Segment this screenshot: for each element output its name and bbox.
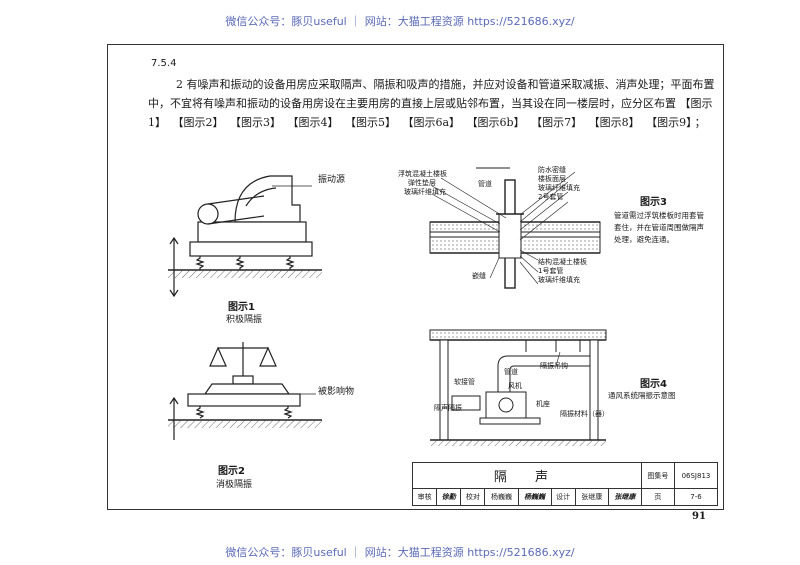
ref-fig9: 【图示9】 xyxy=(646,116,692,129)
fig1-title: 图示1 xyxy=(228,302,255,313)
fig3-callout-glassfiber-3: 玻璃纤维填充 xyxy=(538,276,580,284)
fig2-drawing xyxy=(168,342,322,440)
design-name: 张继康 xyxy=(574,488,609,506)
fig4-drawing xyxy=(429,329,607,446)
ref-fig3: 【图示3】 xyxy=(230,116,281,129)
page-number: 91 xyxy=(692,511,706,522)
fig2-title: 图示2 xyxy=(218,466,245,477)
fig3-callouts-right: 防水密缝 楼板面层 玻璃纤维填充 2号套管 xyxy=(538,166,580,202)
ref-fig4: 【图示4】 xyxy=(287,116,339,129)
drawing-frame xyxy=(107,44,724,510)
section-number: 7.5.4 xyxy=(151,58,177,69)
design-signature: 张继康 xyxy=(607,488,642,506)
atlas-number: 06SJ813 xyxy=(673,462,719,489)
check-label: 校对 xyxy=(460,488,486,506)
title-block-title: 隔 声 xyxy=(412,462,642,489)
ref-fig6a: 【图示6a】 xyxy=(402,116,461,129)
page-value: 7-6 xyxy=(673,488,719,506)
fig3-callout-floating-slab: 浮筑混凝土楼板 xyxy=(398,170,447,178)
fig2-callout: 被影响物 xyxy=(318,387,355,397)
design-label: 设计 xyxy=(550,488,576,506)
fig1-subtitle: 积极隔振 xyxy=(226,315,263,325)
fig4-label-hanger: 隔振吊钩 xyxy=(540,362,568,370)
fig4-title: 图示4 xyxy=(640,379,667,390)
fig4-subtitle: 通风系统隔振示意图 xyxy=(608,391,676,400)
ref-fig8: 【图示8】 xyxy=(588,116,640,129)
fig4-label-wall: 隔声隔振 xyxy=(434,404,462,412)
ref-fig7: 【图示7】 xyxy=(531,116,583,129)
paragraph-end: ； xyxy=(694,116,706,129)
fig3-label-seal: 嵌缝 xyxy=(472,272,486,280)
watermark-top: 微信公众号：豚贝useful ｜ 网站：大猫工程资源 https://52168… xyxy=(225,15,575,28)
fig3-note: 管道需过浮筑楼板时用套管套住，并在管道周围做隔声处理，避免连通。 xyxy=(614,211,704,244)
watermark-bottom: 微信公众号：豚贝useful ｜ 网站：大猫工程资源 https://52168… xyxy=(225,546,575,559)
fig3-title: 图示3 xyxy=(640,197,667,208)
ref-fig6b: 【图示6b】 xyxy=(466,116,525,129)
title-block: 隔 声 图集号 06SJ813 审核 徐勤 校对 杨巍巍 杨巍巍 设计 张继康 … xyxy=(411,462,719,506)
fig3-callout-waterproof: 防水密缝 xyxy=(538,166,566,174)
review-signature: 徐勤 xyxy=(436,488,462,506)
paragraph-text: 2 有噪声和振动的设备用房应采取隔声、隔振和吸声的措施，并应对设备和管道采取减振… xyxy=(148,78,715,110)
fig1-drawing xyxy=(168,175,322,298)
page-label: 页 xyxy=(640,488,675,506)
fig3-callout-glassfiber-2: 玻璃纤维填充 xyxy=(538,184,580,192)
fig3-callouts-upper: 浮筑混凝土楼板 弹性垫层 玻璃纤维填充 xyxy=(398,170,447,197)
check-signature: 杨巍巍 xyxy=(517,488,552,506)
fig4-label-fan: 风机 xyxy=(508,382,522,390)
fig3-callout-elastic: 弹性垫层 xyxy=(408,179,436,187)
review-label: 审核 xyxy=(411,488,438,506)
body-paragraph: 2 有噪声和振动的设备用房应采取隔声、隔振和吸声的措施，并应对设备和管道采取减振… xyxy=(148,75,716,132)
fig3-callout-struct-slab: 结构混凝土楼板 xyxy=(538,258,587,266)
fig3-callout-sleeve1: 1号套管 xyxy=(538,267,564,275)
ref-fig5: 【图示5】 xyxy=(345,116,396,129)
ref-fig1: 【图示1】 xyxy=(148,97,713,129)
check-name: 杨巍巍 xyxy=(484,488,519,506)
fig4-label-base: 机座 xyxy=(536,400,550,408)
fig3-callout-glassfiber-1: 玻璃纤维填充 xyxy=(404,188,446,196)
fig3-drawing xyxy=(429,167,601,289)
fig4-label-duct: 管道 xyxy=(504,368,518,376)
fig3-label-pipe: 管道 xyxy=(478,180,492,188)
fig1-callout: 振动源 xyxy=(318,175,346,185)
fig4-label-flex: 软接管 xyxy=(454,378,475,386)
atlas-label: 图集号 xyxy=(640,462,675,489)
fig4-label-material: 隔振材料（器） xyxy=(560,410,609,418)
fig3-callouts-lower: 结构混凝土楼板 1号套管 玻璃纤维填充 xyxy=(538,258,587,285)
fig3-callout-surface: 楼板面层 xyxy=(538,175,566,183)
fig3-callout-sleeve2: 2号套管 xyxy=(538,193,564,201)
fig2-subtitle: 消极隔振 xyxy=(216,480,253,490)
ref-fig2: 【图示2】 xyxy=(172,116,224,129)
